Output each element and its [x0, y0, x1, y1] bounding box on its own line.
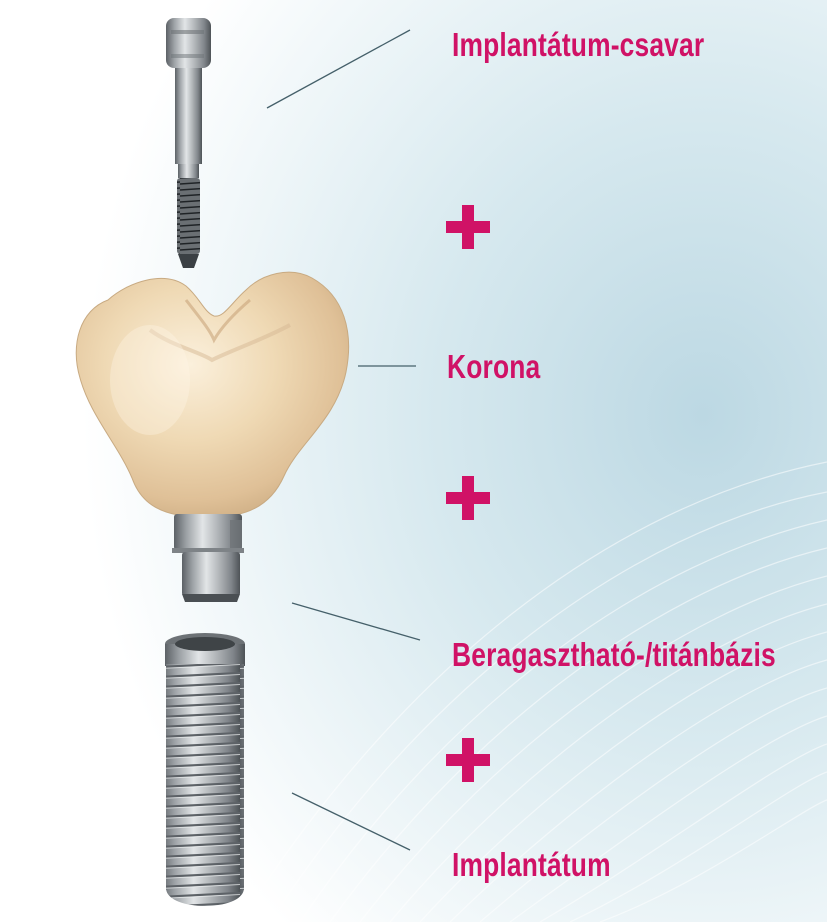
crown-label: Korona — [447, 350, 540, 383]
titanium-base-label: Beragasztható-/titánbázis — [452, 638, 776, 671]
implant-image — [165, 633, 245, 906]
titanium-base-image — [172, 514, 244, 602]
implant-screw-label: Implantátum-csavar — [452, 28, 704, 61]
plus-icon — [446, 476, 490, 520]
plus-icon — [446, 738, 490, 782]
plus-icon — [446, 205, 490, 249]
implant-label: Implantátum — [452, 848, 611, 881]
